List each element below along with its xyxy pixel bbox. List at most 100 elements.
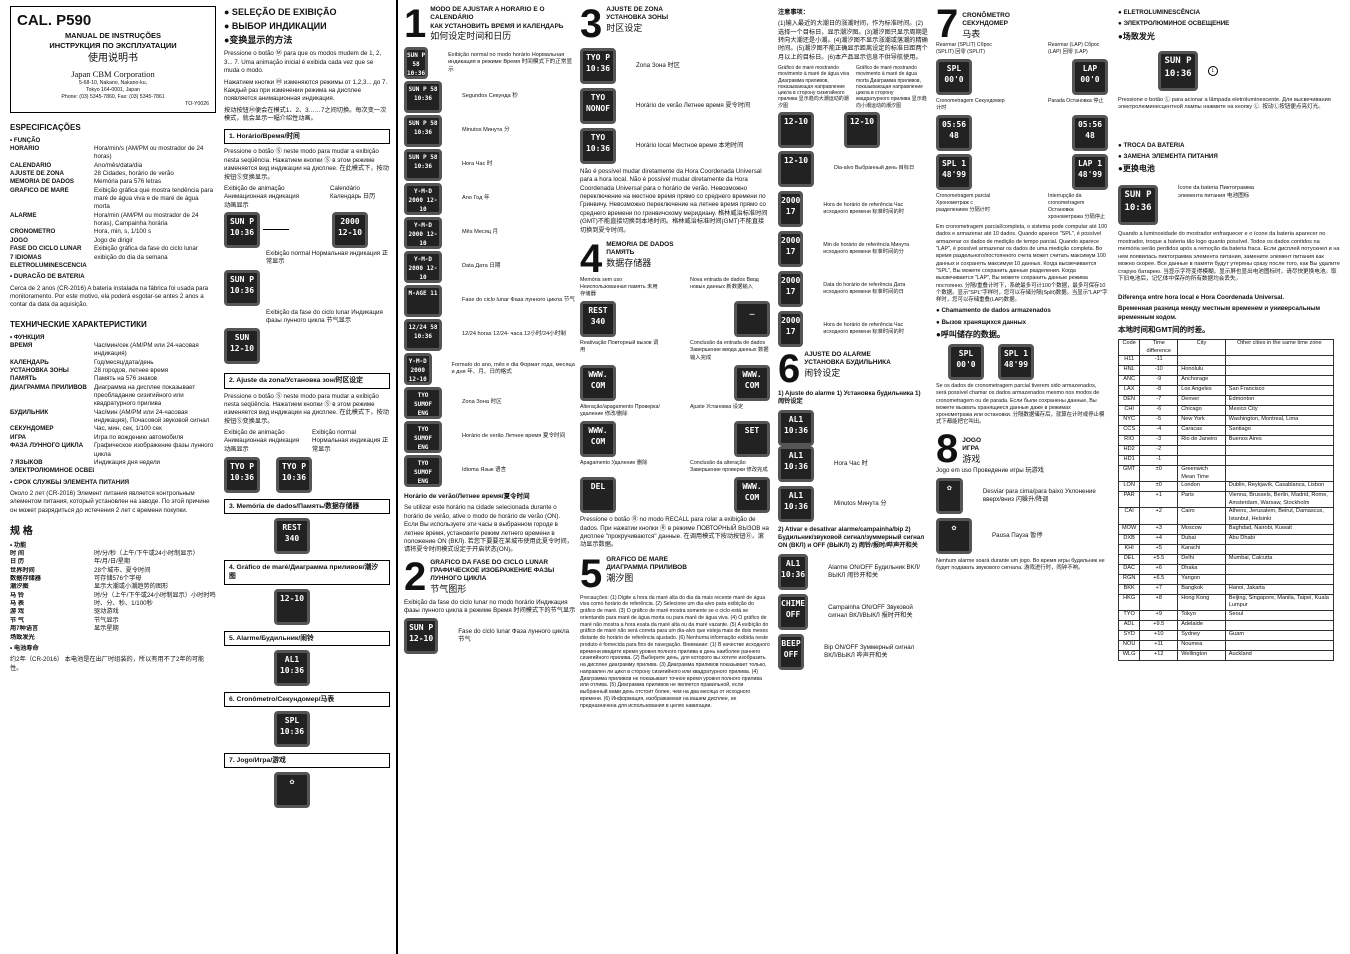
column-el-battery-timezones: ● ELETROLUMINESCÊNCIA ● ЭЛЕКТРОЛЮМИНОЕ О… [1117, 6, 1340, 661]
chime-onoff-label: Campainha ON/OFF Звуковой сигнал ВКЛ/ВЫК… [828, 603, 913, 619]
alarm-min-label: Minutos Минута 分 [834, 499, 887, 507]
spec-value: 年/月/日/星期 [94, 558, 131, 566]
document-code: TO-Y0026 [185, 100, 209, 107]
game-title-ru: ИГРА [962, 445, 980, 453]
table-cell: Seoul [1224, 609, 1335, 621]
table-row: H11-11 [1117, 355, 1335, 367]
phone-line: Phone: (03) 5345-7860, Fax: (03) 5345-78… [61, 93, 165, 100]
table-cell: Beijing, Singapore, Manila, Taipei, Kual… [1224, 593, 1335, 611]
table-cell [1224, 639, 1335, 651]
table-cell: CHI [1117, 405, 1141, 417]
watch-display-data-done: WWW.COM [734, 364, 770, 401]
spec-key: КАЛЕНДАРЬ [10, 358, 49, 366]
step-label: Data Дата 日期 [462, 263, 501, 270]
table-cell: +6 [1139, 563, 1179, 575]
animation-label: Exibição de animação Анимационная индика… [224, 184, 300, 209]
dst-text: Se utilizar este horário na cidade selec… [404, 504, 573, 554]
memory-title-cn: 数据存储器 [606, 257, 652, 268]
table-cell: RGN [1117, 573, 1141, 585]
watch-display-altered: WWW.COM [734, 477, 770, 514]
table-cell: Yangon [1177, 573, 1226, 585]
table-cell: NOU [1117, 639, 1141, 651]
spec-value: Память на 576 знаков [94, 375, 158, 383]
title-ru: ИНСТРУКЦИЯ ПО ЭКСПЛУАТАЦИИ [49, 41, 177, 51]
table-cell: ANC [1117, 375, 1141, 387]
table-header-cell: Time difference [1139, 339, 1179, 357]
spec-key: 潮汐图 [10, 583, 29, 591]
spec-row: 数据存储器可存储576个字母 [10, 575, 216, 583]
table-cell: PAR [1117, 491, 1141, 509]
spec-value: exibição do dia da semana [94, 253, 168, 261]
spec-key: БУДИЛЬНИК [10, 408, 49, 416]
step-label: Minutos Минута 分 [462, 127, 510, 134]
table-cell: HD1 [1117, 455, 1141, 467]
watch-display-game: ✿ [274, 772, 310, 809]
table-header-cell: Other cities in the same time zone [1224, 339, 1335, 357]
split-stop-label: Interrupção da cronometragem Остановка х… [1048, 193, 1106, 221]
spec-value: Индикация дня недели [94, 458, 161, 466]
table-cell [1224, 355, 1335, 367]
tide-spring-label: Gráfico de maré mostrando movimento à ma… [778, 65, 850, 109]
step-label: Mês Месяц 月 [462, 229, 499, 236]
spec-key: ИГРА [10, 433, 27, 441]
spec-key: ФАЗА ЛУННОГО ЦИКЛА [10, 442, 84, 450]
spec-value: Игра по вождению автомобиля [94, 433, 184, 441]
table-cell: -11 [1139, 355, 1179, 367]
spec-value: 28 городов, летнее время [94, 366, 169, 374]
chrono-title-cn: 马表 [962, 28, 981, 39]
table-cell: Guam [1224, 629, 1335, 641]
step-label: Fase do ciclo lunar Фаза лунного цикла 节… [462, 297, 575, 304]
tide-title: GRÁFICO DE MARÉ ДИАГРАММА ПРИЛИВОВ 潮汐图 [580, 556, 770, 585]
zone-title: AJUSTE DE ZONA УСТАНОВКА ЗОНЫ 时区设定 [580, 6, 770, 35]
moon-text: Exibição da fase do ciclo lunar no modo … [404, 598, 576, 614]
spec-key: HORÁRIO [10, 144, 40, 152]
watch-display-set: SET [734, 421, 770, 457]
memory-new-label: Nova entrada de dados Ввод новых данных … [690, 276, 759, 291]
table-cell: Mumbai, Calcutta [1224, 553, 1335, 565]
alarm-onoff-label: Alarme ON/OFF Будильник ВКЛ/ВЫКЛ 闹铃开和关 [828, 563, 921, 579]
memory-title: MEMÓRIA DE DADOS ПАМЯТЬ 数据存储器 [580, 241, 770, 270]
table-cell: +10 [1139, 629, 1179, 641]
mode-2-text: Pressione o botão Ⓢ neste modo para muda… [224, 392, 389, 425]
table-cell [1224, 445, 1335, 457]
zone-title-pt: AJUSTE DE ZONA [606, 6, 663, 13]
spec-key: AJUSTE DE ZONA [10, 169, 64, 177]
watch-display: SUN P 58 10:36 [404, 47, 429, 79]
spec-row: 用7种语言显示星期 [10, 625, 216, 633]
spec-row: 马 表时、分、秒、1/100秒 [10, 600, 216, 608]
table-header-cell: City [1177, 339, 1226, 357]
selection-title-pt: ● SELEÇÃO DE EXIBIÇÃO [224, 7, 337, 17]
table-cell: +5 [1139, 543, 1179, 555]
table-cell: New York [1177, 415, 1226, 427]
arrow-icon [263, 229, 289, 231]
spec-row: 时 间时/分/秒（上午/下午或24小时制显示） [10, 550, 216, 558]
table-cell [1177, 355, 1226, 367]
table-cell: Rio de Janeiro [1177, 435, 1226, 447]
memory-unused-label: Memória sem uso Неиспользованная память … [580, 276, 658, 298]
spec-key: ПАМЯТЬ [10, 375, 37, 383]
